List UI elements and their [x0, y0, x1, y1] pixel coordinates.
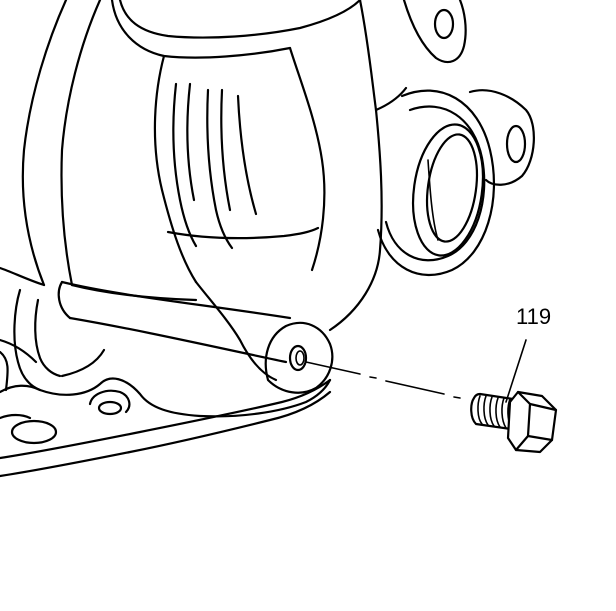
housing-top-collar [110, 0, 292, 59]
outlet-flange-outer [376, 89, 496, 277]
left-bracket-rib-3 [60, 348, 106, 378]
housing-cross-bar-top [60, 280, 292, 320]
bolt-hex-face-1 [514, 390, 532, 452]
housing [0, 0, 467, 382]
bolt-hex-face-3 [526, 434, 554, 442]
flange-hole-center-boss [88, 389, 131, 414]
housing-rib-4 [220, 88, 232, 212]
upper-boss [402, 0, 467, 64]
housing-right-outer [328, 0, 383, 332]
outlet-bore-inner [425, 133, 479, 243]
bolt-hex-head [506, 390, 558, 454]
housing-rib-1 [172, 82, 198, 248]
outlet-ear-hole [505, 124, 527, 164]
housing-rib-2 [186, 82, 196, 202]
flange-outline [0, 377, 332, 418]
callout-leader [505, 339, 527, 403]
housing-right-lip [374, 86, 408, 112]
flange-hole-center [97, 400, 123, 416]
bolt-boss-hole [288, 344, 308, 372]
housing-left-wall [21, 0, 68, 287]
housing-rib-5 [236, 94, 258, 216]
bolt-boss [264, 321, 334, 394]
housing-rib-base [166, 226, 320, 240]
bolt-119[interactable] [470, 390, 558, 454]
upper-boss-hole [433, 8, 455, 40]
left-bracket-inner [34, 298, 62, 378]
flange-hole-left [10, 419, 58, 445]
housing-left-inner-wall [60, 0, 102, 287]
bolt-hex-face-2 [528, 402, 558, 412]
housing-left-edge [0, 266, 46, 287]
outlet-ear [468, 89, 535, 186]
left-bracket-rib-2 [0, 350, 9, 392]
bolt-boss-hole-inner [295, 350, 305, 366]
housing-mid-body [153, 54, 198, 284]
left-bracket-rib [0, 338, 38, 364]
housing-rib-3 [206, 88, 234, 250]
callout-label: 119 [516, 304, 551, 329]
outlet-bore-shadow [427, 159, 439, 241]
housing-cross-bar-end [57, 280, 72, 320]
callout-119: 119 [505, 304, 551, 403]
outlet-flange-inner [384, 105, 486, 262]
flange-hole-left-lug [0, 413, 32, 420]
housing-cross-bar-bottom [68, 316, 288, 364]
base-flange [0, 288, 332, 478]
outlet-port [376, 89, 535, 277]
outlet-bore-outer [412, 123, 484, 257]
left-bracket-outer [13, 288, 42, 392]
bolt-boss-outline [264, 321, 334, 394]
flange-lower-edge [0, 390, 332, 478]
alignment-centerline [305, 361, 461, 399]
flange-front-face [0, 378, 332, 460]
housing-top-neck [118, 0, 362, 39]
housing-lower-left [194, 280, 278, 382]
housing-right-body [288, 46, 326, 272]
